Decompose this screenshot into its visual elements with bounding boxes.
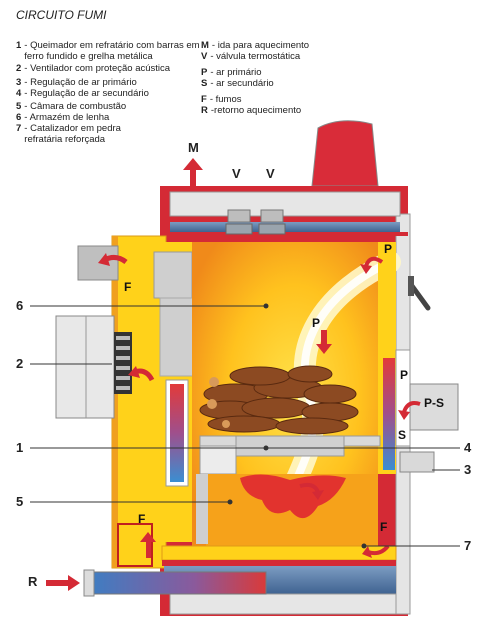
fan-housing xyxy=(55,315,115,419)
ash-pit-block xyxy=(196,474,208,544)
catalyst-plate xyxy=(161,545,397,561)
label-F: F xyxy=(138,512,146,526)
legend-item: 3- Regulação de ar primário xyxy=(16,77,137,88)
top-plate xyxy=(169,191,401,217)
ps-duct xyxy=(409,383,459,431)
right-temp-bar xyxy=(383,358,395,470)
callout-5: 5 xyxy=(16,494,24,509)
label-V: V xyxy=(266,166,275,181)
legend-item: F- fumos xyxy=(201,94,242,105)
legend-item: 1- Queimador em refratário com barras em… xyxy=(16,40,200,62)
base-plinth xyxy=(169,593,397,615)
legend-item: 7- Catalizador em pedra refratária refor… xyxy=(16,123,121,145)
label-P: P xyxy=(312,316,321,330)
leader-lines xyxy=(30,305,460,547)
callout-2: 2 xyxy=(16,356,24,371)
arrow-F-bottom-right xyxy=(362,544,390,558)
label-M: M xyxy=(188,140,199,155)
arrow-P-mid xyxy=(316,330,332,354)
callout-4: 4 xyxy=(464,440,472,455)
label-PS: P-S xyxy=(424,396,445,410)
return-pipe xyxy=(85,571,267,595)
arrow-F-top xyxy=(98,253,128,266)
legend-left: 1- Queimador em refratário com barras em… xyxy=(16,40,201,145)
legend-item: P- ar primário xyxy=(201,67,262,78)
burner-block xyxy=(235,435,345,457)
flue-outer xyxy=(112,236,118,568)
arrow-combustion xyxy=(299,482,324,500)
legend-item: V- válvula termostática xyxy=(201,51,301,62)
thermostatic-valve-1 xyxy=(225,209,253,235)
legend-item: M- ida para aquecimento xyxy=(201,40,310,51)
legend-item: R-retorno aquecimento xyxy=(201,105,302,116)
bottom-band xyxy=(162,560,396,566)
arrow-M xyxy=(183,158,203,186)
label-P: P xyxy=(384,242,393,256)
arrow-P-top xyxy=(360,256,384,274)
legend-item: 6- Armazém de lenha xyxy=(16,112,110,123)
ash-block-left xyxy=(159,297,197,377)
label-P: P xyxy=(400,368,409,382)
legend-item: 5- Câmara de combustão xyxy=(16,101,127,112)
firewood-stack xyxy=(199,365,359,435)
label-F: F xyxy=(124,280,132,294)
label-F: F xyxy=(380,520,388,534)
legend-item: 4- Regulação de ar secundário xyxy=(16,88,149,99)
fan-rotor xyxy=(114,332,132,394)
arrow-fan xyxy=(128,366,155,382)
label-V: V xyxy=(232,166,241,181)
flame xyxy=(240,474,346,519)
top-cover xyxy=(311,120,379,187)
label-S: S xyxy=(398,428,407,442)
callout-1: 1 xyxy=(16,440,24,455)
arrow-R xyxy=(46,575,80,591)
callout-6: 6 xyxy=(16,298,24,313)
legend-item: 2- Ventilador com proteção acústica xyxy=(16,63,171,74)
diagram-title: CIRCUITO FUMI xyxy=(16,8,107,22)
thermostatic-valve-2 xyxy=(258,209,286,235)
door-block xyxy=(153,251,193,299)
arrow-F-bottom-left xyxy=(140,532,156,558)
legend-right: M- ida para aquecimento V- válvula termo… xyxy=(201,40,351,116)
legend-item: S- ar secundário xyxy=(201,78,274,89)
primary-air-regulator xyxy=(399,451,435,473)
label-R: R xyxy=(28,574,38,589)
callout-7: 7 xyxy=(464,538,472,553)
burner-base xyxy=(199,445,237,475)
door-lever xyxy=(409,283,431,311)
callout-3: 3 xyxy=(464,462,472,477)
arrow-PS xyxy=(398,401,421,420)
